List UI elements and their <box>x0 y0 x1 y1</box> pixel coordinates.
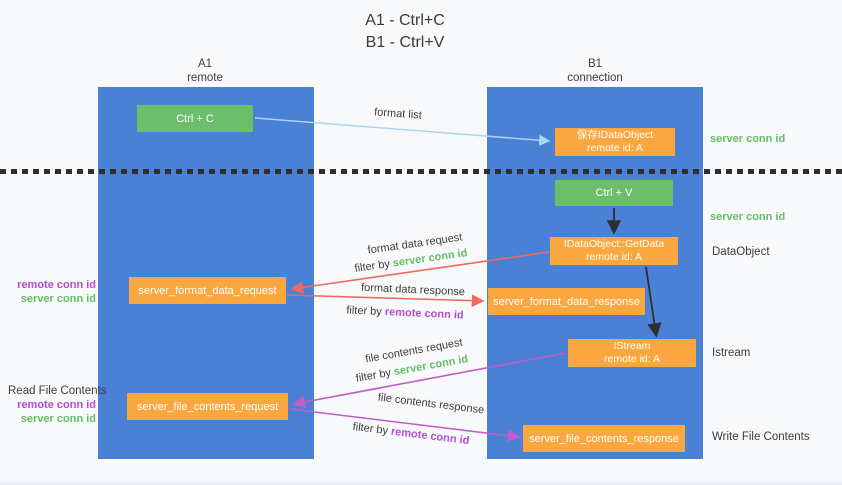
node-ctrl-v: Ctrl + V <box>555 180 673 206</box>
lane-a-header: A1 remote <box>187 57 223 85</box>
label-remote-conn-id: remote conn id <box>17 279 96 291</box>
node-istream: IStream remote id: A <box>568 339 696 367</box>
remote-conn-id-key: remote conn id <box>384 306 464 322</box>
node-server-format-data-request: server_format_data_request <box>129 277 286 304</box>
bottom-edge <box>0 479 842 485</box>
lane-a-role: remote <box>187 72 223 84</box>
remote-conn-id-key: remote conn id <box>390 425 470 448</box>
save-dataobject-line2: remote id: A <box>586 142 644 154</box>
lane-b-header: B1 connection <box>567 57 623 85</box>
server-format-data-response-label: server_format_data_response <box>493 295 640 308</box>
left-format-conn-ids: remote conn id server conn id <box>8 278 96 306</box>
label-server-conn-id-mid: server conn id <box>710 211 786 223</box>
label-server-conn-id: server conn id <box>20 413 96 425</box>
getdata-line2: remote id: A <box>585 251 643 263</box>
node-idataobject-getdata: IDataObject::GetData remote id: A <box>550 237 678 265</box>
node-server-file-contents-response: server_file_contents_response <box>523 425 685 452</box>
label-file-response-filter: filter by remote conn id <box>352 421 470 447</box>
node-server-file-contents-request: server_file_contents_request <box>127 393 288 420</box>
ctrl-c-label: Ctrl + C <box>176 112 214 125</box>
server-file-contents-response-label: server_file_contents_response <box>529 432 679 445</box>
getdata-line1: IDataObject::GetData <box>563 238 665 250</box>
label-format-list: format list <box>373 106 423 122</box>
label-format-response-filter: filter by remote conn id <box>346 304 464 321</box>
label-server-conn-id: server conn id <box>20 293 96 305</box>
lane-a-id: A1 <box>197 58 213 70</box>
filter-by-text: filter by <box>346 304 383 318</box>
title-line-a: A1 - Ctrl+C <box>365 12 445 29</box>
diagram-title: A1 - Ctrl+C B1 - Ctrl+V <box>365 10 445 54</box>
server-file-contents-request-label: server_file_contents_request <box>136 400 279 413</box>
save-dataobject-line1: 保存IDataObject <box>576 129 654 141</box>
istream-line2: remote id: A <box>603 353 661 365</box>
istream-line1: IStream <box>613 340 651 352</box>
label-istream-side: Istream <box>712 347 751 359</box>
filter-by-text: filter by <box>353 258 391 275</box>
lane-b-id: B1 <box>587 58 603 70</box>
label-write-file-contents: Write File Contents <box>712 431 810 443</box>
node-save-dataobject: 保存IDataObject remote id: A <box>555 128 675 156</box>
session-divider-dotted-line <box>0 169 842 174</box>
left-file-conn-ids: Read File Contents remote conn id server… <box>8 384 107 426</box>
label-dataobject: DataObject <box>712 246 770 258</box>
label-format-data-response: format data response <box>360 281 466 299</box>
lane-b-role: connection <box>567 72 623 84</box>
ctrl-v-label: Ctrl + V <box>595 187 633 199</box>
filter-by-text: filter by <box>352 420 389 438</box>
node-server-format-data-response: server_format_data_response <box>488 288 645 315</box>
node-ctrl-c: Ctrl + C <box>137 105 253 132</box>
filter-by-text: filter by <box>354 366 392 385</box>
label-server-conn-id-top: server conn id <box>710 133 786 145</box>
server-format-data-request-label: server_format_data_request <box>138 284 277 297</box>
label-file-contents-response: file contents response <box>377 391 485 417</box>
label-read-file-contents: Read File Contents <box>8 385 107 397</box>
label-remote-conn-id: remote conn id <box>17 399 96 411</box>
title-line-b: B1 - Ctrl+V <box>365 34 445 51</box>
